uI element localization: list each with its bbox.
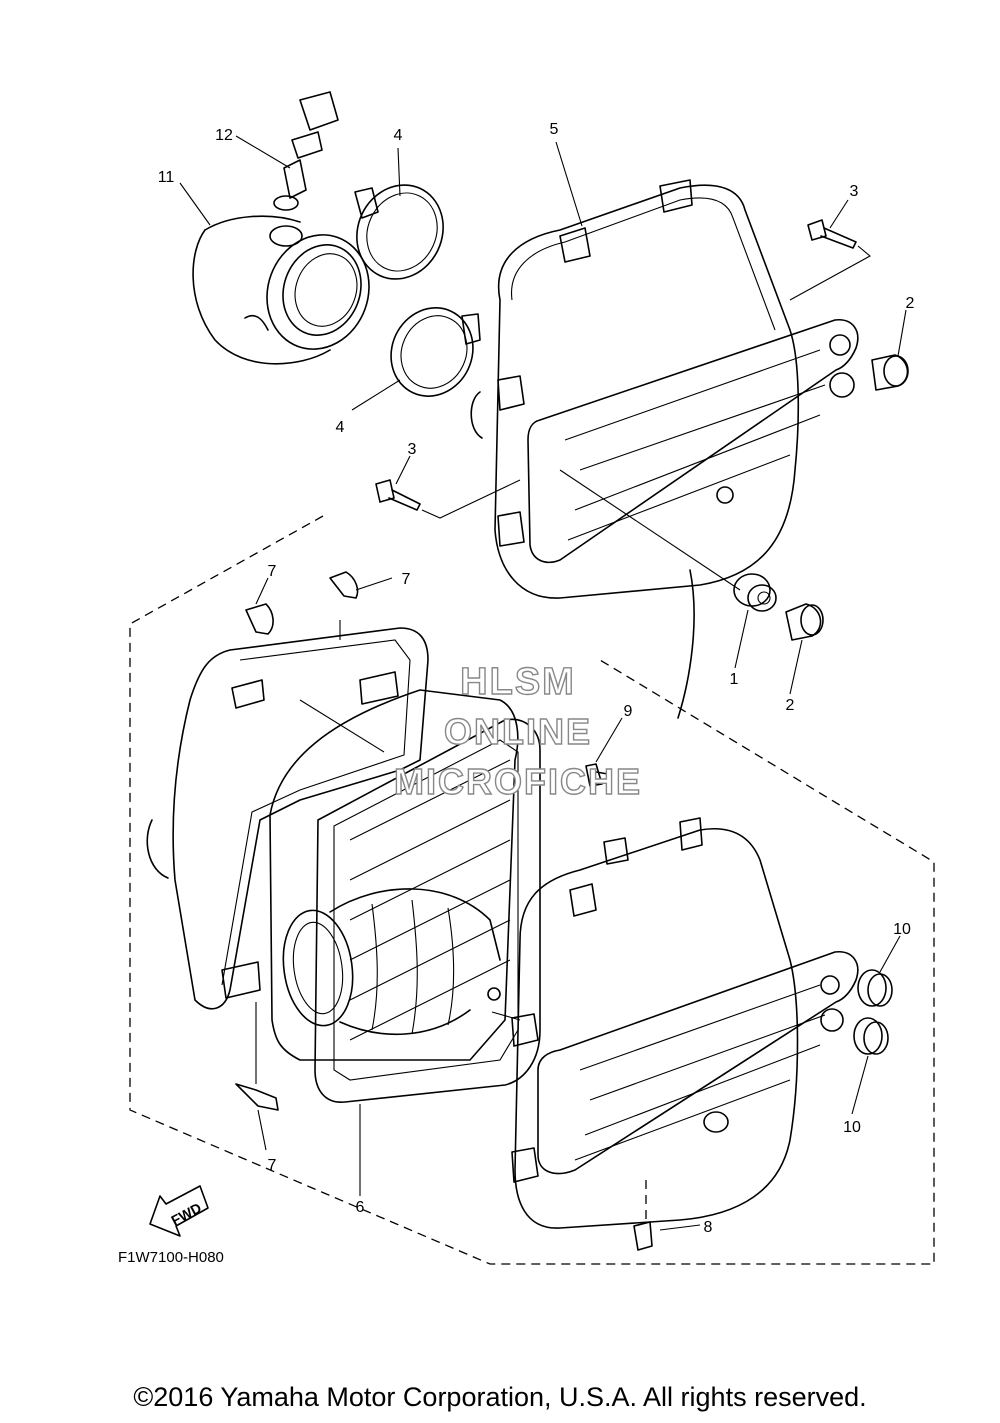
forward-direction-arrow: FWD	[149, 1185, 209, 1237]
callout-9: 9	[624, 703, 633, 720]
callout-11: 11	[158, 169, 175, 186]
exploded-view-boundary	[129, 515, 935, 1265]
intake-hose-part-11[interactable]	[192, 91, 385, 365]
collar-lower-part-2[interactable]	[785, 603, 824, 641]
callout-7: 7	[268, 563, 277, 580]
callout-10: 10	[893, 921, 911, 938]
callout-8: 8	[704, 1219, 713, 1236]
clip-upper-left-part-7[interactable]	[245, 603, 274, 635]
callout-2: 2	[906, 295, 915, 312]
hose-clamp-upper-part-4[interactable]	[342, 171, 459, 294]
callout-3: 3	[408, 441, 417, 458]
callout-10: 10	[843, 1119, 861, 1136]
callout-6: 6	[356, 1199, 365, 1216]
clip-upper-right-part-7[interactable]	[329, 571, 359, 599]
callout-7: 7	[268, 1157, 277, 1174]
air-case-outer-half[interactable]	[146, 627, 429, 1010]
clip-lower-part-7[interactable]	[235, 1083, 279, 1111]
callout-12: 12	[215, 127, 233, 144]
drain-part-8[interactable]	[633, 1180, 653, 1251]
air-box-assembly-part-5[interactable]	[470, 179, 859, 599]
bolt-lower-part-3[interactable]	[375, 479, 521, 519]
bolt-upper-part-3[interactable]	[789, 219, 871, 301]
grommet-lower-part-10[interactable]	[853, 1017, 889, 1055]
intake-duct[interactable]	[276, 888, 501, 1036]
gasket-frame[interactable]	[269, 689, 519, 1061]
air-filter-element-part-6[interactable]	[314, 718, 541, 1103]
callout-3: 3	[850, 183, 859, 200]
air-case-inner-half[interactable]	[511, 817, 859, 1229]
callout-5: 5	[550, 121, 559, 138]
copyright-notice: ©2016 Yamaha Motor Corporation, U.S.A. A…	[133, 1382, 867, 1412]
watermark-line-3: MICROFICHE	[394, 761, 642, 802]
watermark-line-2: ONLINE	[444, 711, 592, 752]
diagram-code: F1W7100-H080	[118, 1249, 224, 1266]
hose-clamp-lower-part-4[interactable]	[377, 294, 488, 409]
collar-upper-part-2[interactable]	[871, 354, 909, 391]
callout-2: 2	[786, 697, 795, 714]
callout-4: 4	[394, 127, 403, 144]
fwd-label: FWD	[168, 1199, 204, 1228]
callout-7: 7	[402, 571, 411, 588]
grommet-upper-part-10[interactable]	[857, 969, 893, 1007]
leader-lines	[179, 135, 907, 1231]
screw-part-9[interactable]	[585, 763, 609, 787]
watermark-line-1: HLSM	[460, 661, 576, 703]
grommet-part-1[interactable]	[733, 573, 777, 612]
callout-1: 1	[730, 671, 739, 688]
callout-4: 4	[336, 419, 345, 436]
